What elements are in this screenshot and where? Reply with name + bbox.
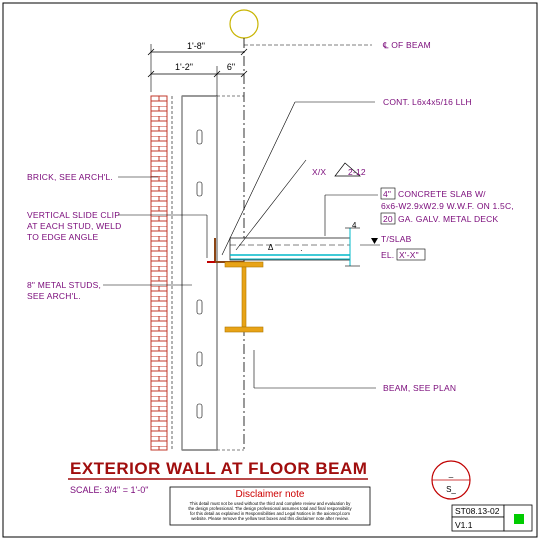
svg-text:20: 20 (383, 214, 393, 224)
clip-note: VERTICAL SLIDE CLIP AT EACH STUD, WELD T… (27, 210, 208, 258)
sheet-number-block: ST08.13-02 V1.1 (451, 504, 533, 532)
slab-edge-mark: 4 (352, 221, 357, 230)
slope-leader (235, 159, 307, 251)
svg-text:1'-8": 1'-8" (187, 41, 205, 51)
studs-note: 8" METAL STUDS, SEE ARCH'L. (27, 280, 192, 301)
svg-text:EL.: EL. (381, 250, 394, 260)
svg-text:BRICK, SEE ARCH'L.: BRICK, SEE ARCH'L. (27, 172, 113, 182)
svg-text:SEE ARCH'L.: SEE ARCH'L. (27, 291, 81, 301)
svg-text:2-12: 2-12 (348, 167, 366, 177)
dimension-overall: 1'-8" (147, 41, 248, 92)
scale-label: SCALE: 3/4" = 1'-0" (70, 485, 148, 495)
slab-callout: 4" CONCRETE SLAB W/ 6x6-W2.9xW2.9 W.W.F.… (324, 187, 514, 236)
svg-text:6x6-W2.9xW2.9 W.W.F. ON 1.5C,: 6x6-W2.9xW2.9 W.W.F. ON 1.5C, (381, 201, 514, 211)
svg-text:GA. GALV. METAL DECK: GA. GALV. METAL DECK (398, 214, 498, 224)
svg-text:VERTICAL SLIDE CLIP: VERTICAL SLIDE CLIP (27, 210, 120, 220)
svg-text:website. Please remove the yel: website. Please remove the yellow text b… (191, 516, 348, 521)
svg-text:·: · (300, 246, 303, 255)
svg-text:This detail must not be used w: This detail must not be used without the… (190, 501, 352, 506)
status-square (514, 514, 524, 524)
top-of-slab-marker: T/SLAB EL. X'-X" (360, 234, 426, 261)
svg-text:Disclaimer note: Disclaimer note (236, 489, 305, 500)
angle-label: CONT. L6x4x5/16 LLH (383, 97, 472, 107)
beam-note: BEAM, SEE PLAN (253, 350, 456, 393)
svg-text:AT EACH STUD, WELD: AT EACH STUD, WELD (27, 221, 121, 231)
svg-text:8" METAL STUDS,: 8" METAL STUDS, (27, 280, 101, 290)
svg-text:TO EDGE ANGLE: TO EDGE ANGLE (27, 232, 99, 242)
metal-studs (181, 95, 218, 451)
svg-text:X/X: X/X (312, 167, 326, 177)
slope-marker: X/X 2-12 (312, 162, 366, 177)
svg-text:CONCRETE SLAB W/: CONCRETE SLAB W/ (398, 189, 486, 199)
svg-text:ST08.13-02: ST08.13-02 (455, 506, 500, 516)
concrete-slab: Δ · (229, 227, 360, 267)
svg-text:6": 6" (227, 62, 235, 72)
dimension-left: 1'-2" (147, 62, 221, 98)
brick-note: BRICK, SEE ARCH'L. (27, 172, 158, 182)
steel-beam (224, 261, 264, 333)
svg-text:X'-X": X'-X" (399, 250, 419, 260)
svg-text:T/SLAB: T/SLAB (381, 234, 412, 244)
svg-text:1'-2": 1'-2" (175, 62, 193, 72)
drawing-title: EXTERIOR WALL AT FLOOR BEAM (70, 459, 367, 478)
grid-bubble (229, 9, 259, 39)
svg-text:Δ: Δ (268, 243, 274, 252)
svg-text:4": 4" (383, 189, 391, 199)
centerline-label: ℄ OF BEAM (382, 40, 431, 50)
svg-text:BEAM, SEE PLAN: BEAM, SEE PLAN (383, 383, 456, 393)
angle-leader (221, 101, 296, 256)
svg-text:S_: S_ (446, 485, 456, 494)
svg-text:V1.1: V1.1 (455, 520, 473, 530)
section-bubble: _ S_ (431, 460, 471, 500)
brick-veneer (150, 95, 168, 451)
svg-text:the design professional. The d: the design professional. The design prof… (188, 506, 352, 511)
svg-text:_: _ (448, 469, 454, 478)
dimension-right: 6" (217, 62, 248, 78)
disclaimer-box: Disclaimer note This detail must not be … (169, 486, 371, 526)
svg-text:for this detail as explained i: for this detail as explained in Responsi… (190, 511, 350, 516)
